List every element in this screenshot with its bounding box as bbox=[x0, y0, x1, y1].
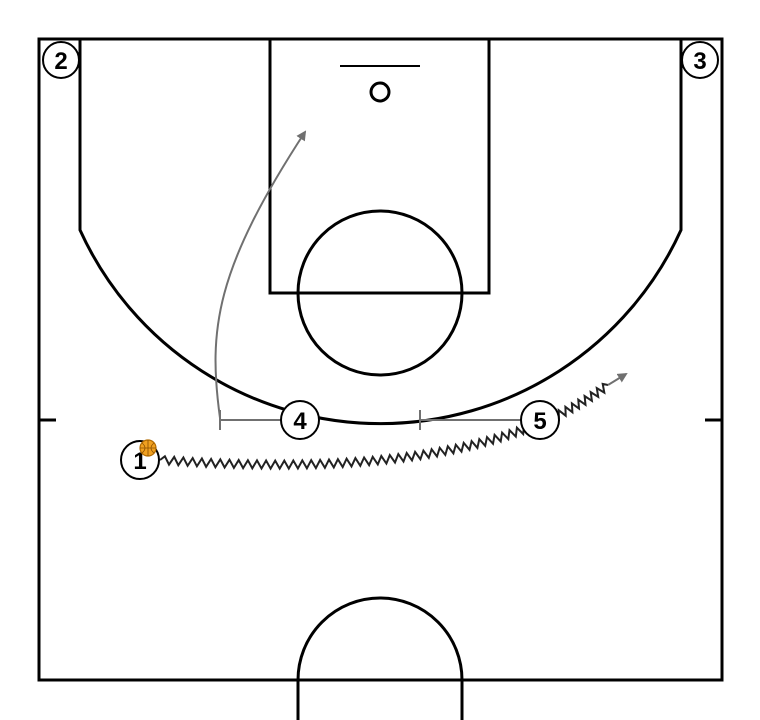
center-circle bbox=[296, 596, 464, 681]
player-3-circle bbox=[681, 41, 719, 79]
player-5[interactable]: 5 bbox=[520, 400, 560, 440]
dribble-arrowhead bbox=[607, 372, 628, 386]
player-5-circle bbox=[520, 400, 560, 440]
cut-arrow-player-4 bbox=[214, 130, 307, 428]
basketball-icon bbox=[139, 439, 157, 457]
players: 2 3 4 5 1 bbox=[42, 41, 719, 480]
player-3[interactable]: 3 bbox=[681, 41, 719, 79]
player-2-circle bbox=[42, 41, 80, 79]
basket-rim bbox=[369, 81, 391, 103]
player-3-label: 3 bbox=[693, 48, 706, 75]
half-court bbox=[37, 37, 724, 720]
player-4-label: 4 bbox=[293, 408, 307, 435]
player-2-label: 2 bbox=[54, 48, 67, 75]
player-2[interactable]: 2 bbox=[42, 41, 80, 79]
center-circle-lower bbox=[296, 680, 464, 720]
three-point-line bbox=[78, 39, 683, 426]
free-throw-circle bbox=[296, 209, 464, 377]
court-boundary bbox=[37, 37, 724, 682]
player-1[interactable]: 1 bbox=[120, 439, 160, 480]
player-4[interactable]: 4 bbox=[280, 400, 320, 440]
player-4-circle bbox=[280, 400, 320, 440]
player-5-label: 5 bbox=[533, 408, 546, 435]
paint bbox=[268, 37, 491, 295]
